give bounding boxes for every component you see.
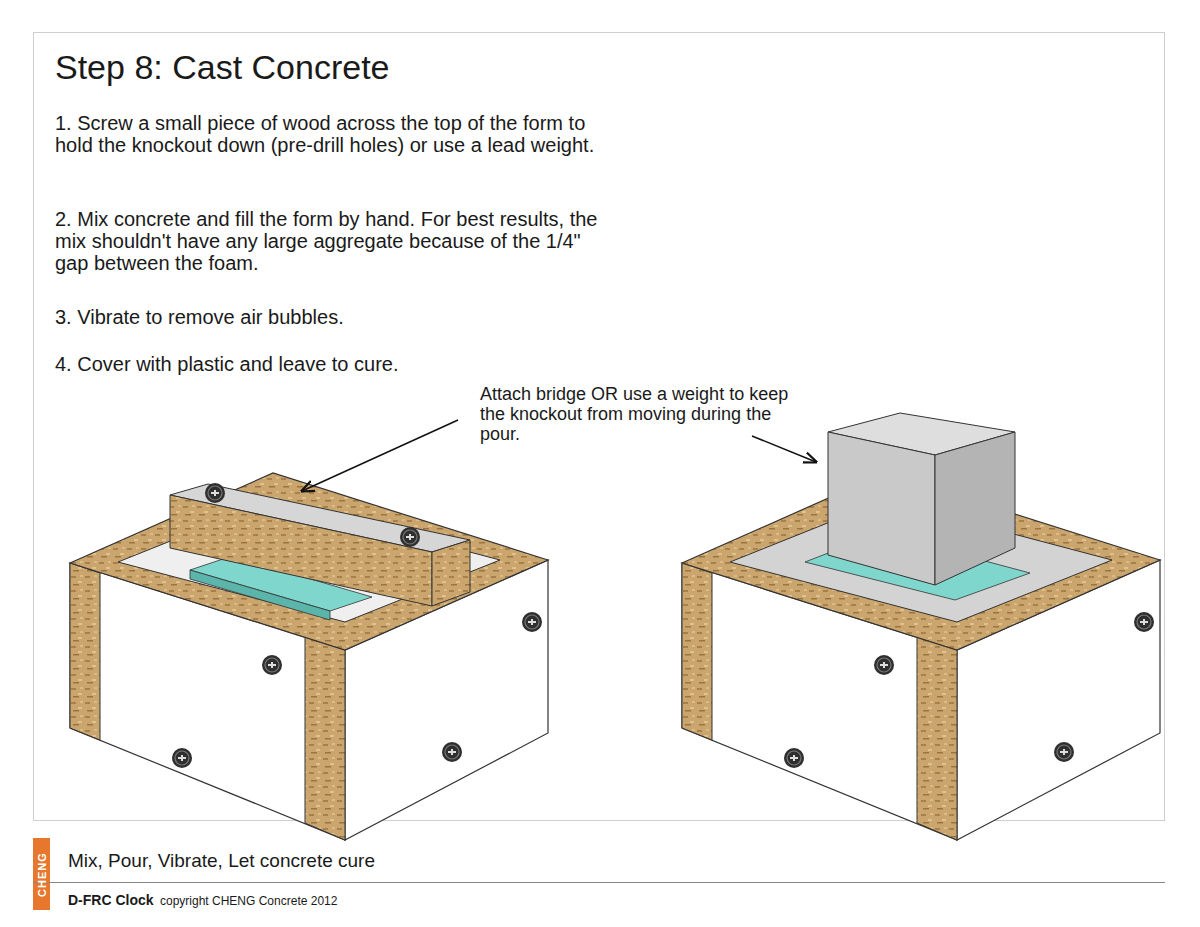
footer-copyright: copyright CHENG Concrete 2012	[160, 894, 337, 908]
footer-title: D-FRC Clock	[68, 892, 154, 908]
form-with-weight	[682, 413, 1160, 840]
form-with-bridge	[70, 473, 548, 840]
brand-tab	[33, 838, 50, 910]
leader-line	[302, 420, 458, 491]
step-text: 2. Mix concrete and fill the form by han…	[55, 208, 615, 274]
step-text: 3. Vibrate to remove air bubbles.	[55, 306, 615, 328]
page-title: Step 8: Cast Concrete	[55, 48, 390, 87]
callout-note: Attach bridge OR use a weight to keep th…	[480, 384, 800, 444]
step-text: 4. Cover with plastic and leave to cure.	[55, 353, 615, 375]
brand-tab-text: CHENG	[33, 839, 50, 909]
step-text: 1. Screw a small piece of wood across th…	[55, 112, 615, 156]
leader-line	[752, 436, 816, 462]
caption: Mix, Pour, Vibrate, Let concrete cure	[68, 850, 375, 872]
